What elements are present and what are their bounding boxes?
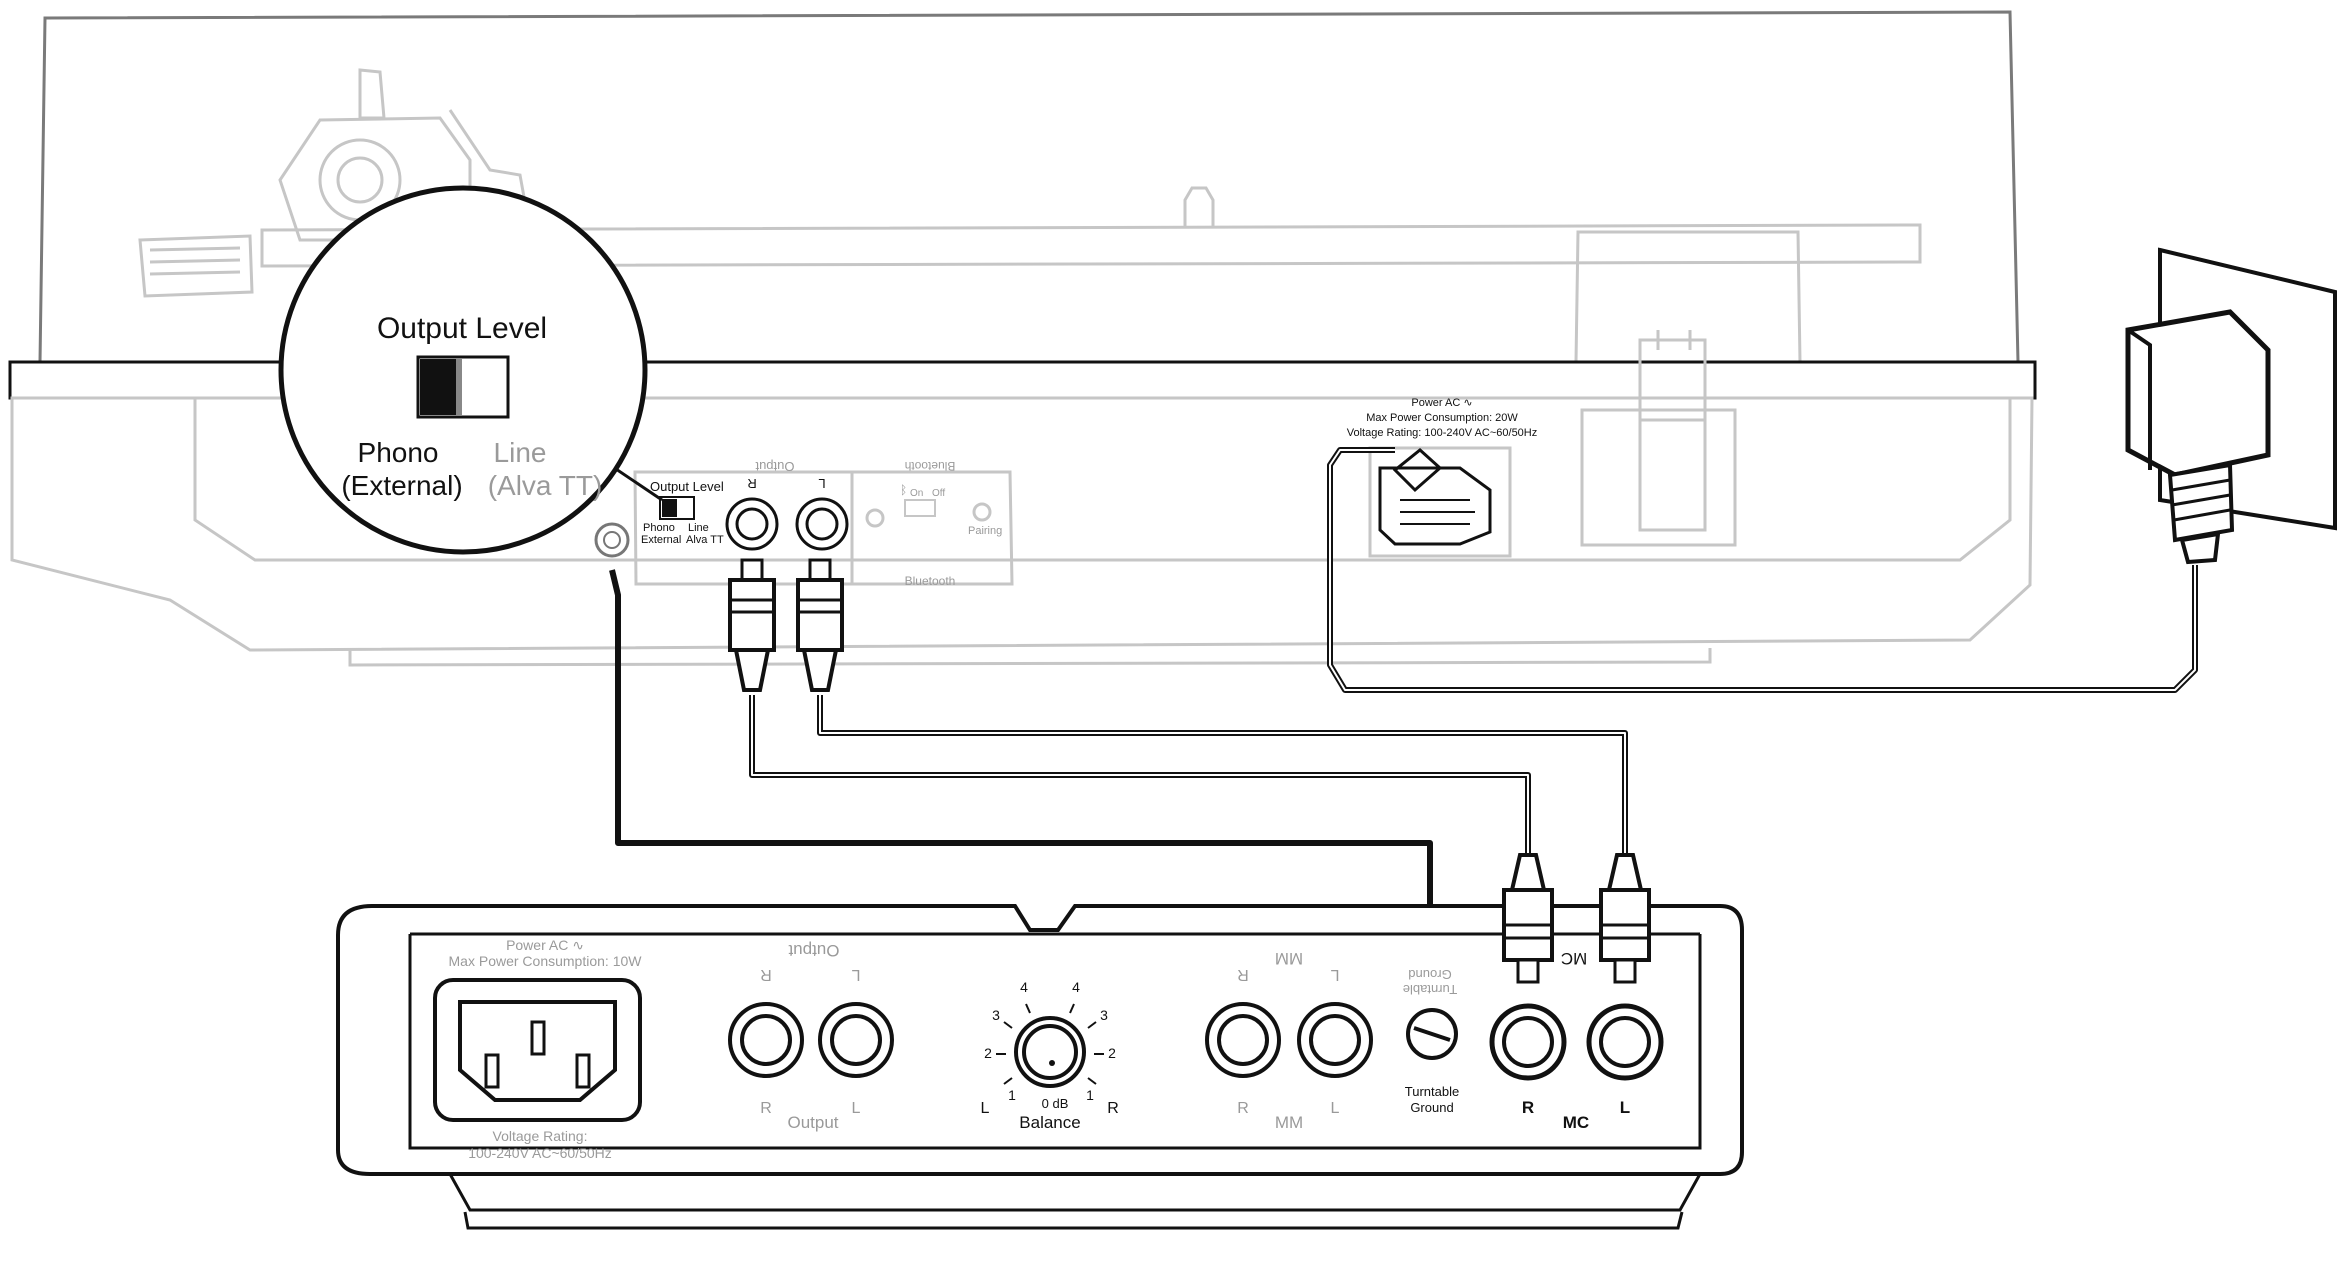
amp-mc-top-label: MC bbox=[1561, 949, 1587, 968]
amp-mm-top-label: MM bbox=[1275, 949, 1303, 968]
turntable-rear-panel: Output Level Phono External Line Alva TT… bbox=[594, 397, 1538, 588]
amp-iec-power-inlet[interactable] bbox=[433, 978, 642, 1122]
amp-output-top-label: Output bbox=[788, 941, 839, 960]
amp-output-bottom-label: Output bbox=[787, 1113, 838, 1132]
callout-line-label: Line bbox=[494, 437, 547, 468]
platter-edge bbox=[260, 223, 1922, 268]
amp-output-r-bottom: R bbox=[760, 1100, 772, 1117]
balance-tick-right-1: 1 bbox=[1086, 1087, 1094, 1103]
balance-label: Balance bbox=[1019, 1113, 1080, 1132]
ground-wire bbox=[609, 569, 1433, 1010]
bluetooth-led-icon bbox=[865, 508, 885, 528]
balance-scale-ticks bbox=[996, 1003, 1104, 1085]
balance-zero-db: 0 dB bbox=[1042, 1096, 1069, 1111]
amp-power-line1: Power AC ∿ bbox=[506, 937, 584, 953]
tt-external-label: External bbox=[641, 534, 681, 546]
amplifier-base bbox=[448, 1173, 1702, 1212]
tt-pairing-label: Pairing bbox=[968, 525, 1002, 537]
tt-off-label: Off bbox=[932, 488, 945, 499]
rca-plug-right-amplifier bbox=[1502, 853, 1554, 984]
tt-phono-label: Phono bbox=[643, 522, 675, 534]
balance-tick-left-2: 2 bbox=[984, 1045, 992, 1061]
amp-voltage-line2: 100-240V AC~60/50Hz bbox=[468, 1145, 612, 1161]
tt-power-plug bbox=[1378, 466, 1492, 546]
tt-bluetooth-bottom-label: Bluetooth bbox=[905, 574, 956, 588]
amp-ground-terminal[interactable] bbox=[1406, 1008, 1458, 1060]
output-panel-frame bbox=[633, 470, 1014, 586]
amp-power-line2: Max Power Consumption: 10W bbox=[449, 953, 643, 969]
amp-mm-r-top: R bbox=[1237, 966, 1249, 983]
amp-output-jack-r[interactable] bbox=[728, 1002, 804, 1078]
amp-ground-bottom-line2: Ground bbox=[1410, 1100, 1453, 1115]
power-adapter-icon bbox=[2125, 309, 2271, 478]
balance-tick-left-4: 4 bbox=[1020, 979, 1028, 995]
hinge-receiver bbox=[1580, 408, 1737, 547]
amp-mm-jack-r[interactable] bbox=[1205, 1002, 1281, 1078]
amp-output-jack-l[interactable] bbox=[818, 1002, 894, 1078]
balance-tick-right-3: 3 bbox=[1100, 1007, 1108, 1023]
tt-output-level-label: Output Level bbox=[650, 479, 724, 494]
amp-balance-knob[interactable] bbox=[1014, 1016, 1086, 1088]
amp-output-r-top: R bbox=[760, 966, 772, 983]
callout-phono-label: Phono bbox=[358, 437, 439, 468]
amp-ground-top-line1: Turntable bbox=[1403, 982, 1457, 997]
amp-voltage-line1: Voltage Rating: bbox=[493, 1128, 588, 1144]
tt-power-line2: Max Power Consumption: 20W bbox=[1366, 412, 1518, 424]
tt-l-label: L bbox=[818, 476, 825, 491]
callout-switch-knob bbox=[420, 359, 456, 415]
amp-mc-jack-r[interactable] bbox=[1489, 1003, 1567, 1081]
wall-power-outlet bbox=[2125, 247, 2337, 565]
amp-mc-l-bottom: L bbox=[1620, 1098, 1630, 1117]
tt-power-line3: Voltage Rating: 100-240V AC~60/50Hz bbox=[1347, 427, 1538, 439]
platter-spindle-icon bbox=[1183, 186, 1215, 228]
plinth-foot-line bbox=[348, 648, 1712, 667]
tt-ground-post-icon bbox=[594, 522, 630, 558]
output-level-callout: Output Level Phono (External) Line (Alva… bbox=[278, 185, 663, 555]
amp-ground-bottom-line1: Turntable bbox=[1405, 1084, 1459, 1099]
balance-tick-left-1: 1 bbox=[1008, 1087, 1016, 1103]
phono-amplifier: Power AC ∿ Max Power Consumption: 10W Vo… bbox=[336, 904, 1744, 1230]
tt-alvatt-label: Alva TT bbox=[686, 534, 724, 546]
tt-line-label: Line bbox=[688, 522, 709, 534]
amp-mm-r-bottom: R bbox=[1237, 1100, 1249, 1117]
cables bbox=[609, 447, 2198, 1010]
tt-bluetooth-top-label: Bluetooth bbox=[905, 459, 956, 473]
amp-mm-l-bottom: L bbox=[1331, 1100, 1340, 1117]
bluetooth-symbol-icon: ᛒ bbox=[900, 483, 907, 497]
tt-power-plug-neck bbox=[1392, 448, 1443, 493]
amp-mm-l-top: L bbox=[1330, 966, 1339, 983]
balance-tick-right-2: 2 bbox=[1108, 1045, 1116, 1061]
tt-power-line1: Power AC ∿ bbox=[1411, 397, 1472, 409]
tt-output-jack-r[interactable] bbox=[725, 497, 779, 551]
tt-r-label: R bbox=[747, 476, 756, 491]
amp-mc-r-bottom: R bbox=[1522, 1098, 1534, 1117]
amp-mc-bottom-label: MC bbox=[1563, 1113, 1589, 1132]
tt-output-jack-l[interactable] bbox=[795, 497, 849, 551]
balance-l-label: L bbox=[981, 1100, 990, 1117]
amp-mm-bottom-label: MM bbox=[1275, 1113, 1303, 1132]
amp-mm-jack-l[interactable] bbox=[1297, 1002, 1373, 1078]
balance-tick-right-4: 4 bbox=[1072, 979, 1080, 995]
balance-r-label: R bbox=[1107, 1100, 1119, 1117]
amp-ground-top-line2: Ground bbox=[1408, 967, 1451, 982]
balance-tick-left-3: 3 bbox=[992, 1007, 1000, 1023]
tt-output-label: Output bbox=[755, 459, 794, 474]
tt-on-label: On bbox=[910, 488, 923, 499]
rca-plug-left-turntable bbox=[796, 558, 844, 692]
callout-title: Output Level bbox=[377, 312, 547, 345]
tt-power-inlet-recess bbox=[1368, 446, 1512, 558]
pairing-button-icon[interactable] bbox=[972, 502, 992, 522]
amp-output-l-top: L bbox=[851, 966, 860, 983]
callout-line-sub: (Alva TT) bbox=[488, 470, 603, 501]
amp-mc-jack-l[interactable] bbox=[1586, 1003, 1664, 1081]
plinth-rear-recess bbox=[193, 398, 2012, 562]
tt-bluetooth-switch[interactable] bbox=[904, 499, 936, 517]
rca-plug-right-turntable bbox=[728, 558, 776, 692]
rca-plug-left-amplifier bbox=[1599, 853, 1651, 984]
amp-output-l-bottom: L bbox=[852, 1100, 861, 1117]
callout-phono-sub: (External) bbox=[341, 470, 462, 501]
